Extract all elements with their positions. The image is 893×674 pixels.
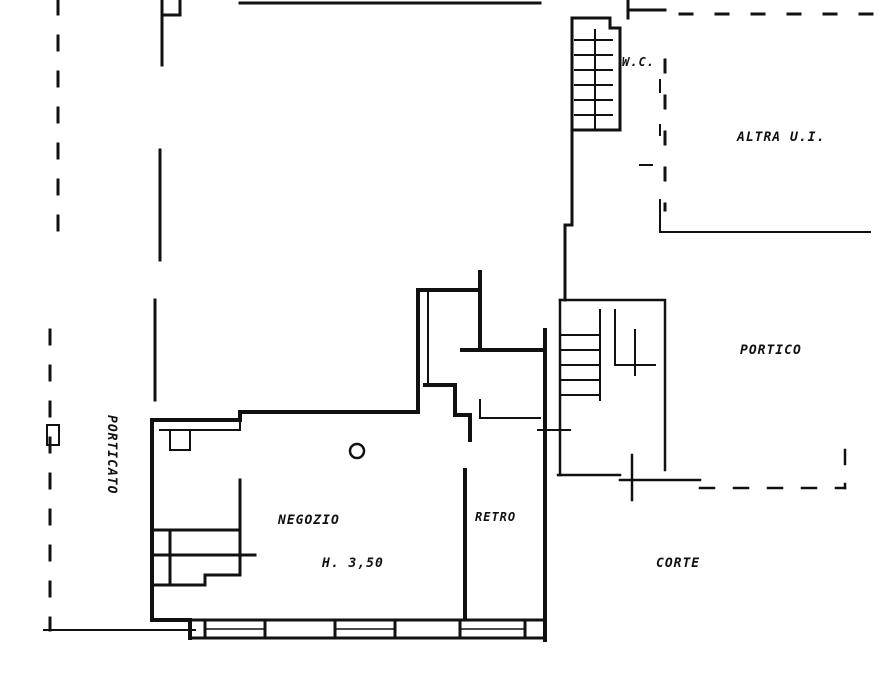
- label-wc: W.C.: [622, 55, 655, 69]
- top-wall: [153, 0, 542, 402]
- stairs-top: [574, 29, 613, 129]
- other-unit-dashed: [663, 12, 893, 212]
- wc-area: [563, 0, 667, 302]
- shop-walls: [150, 270, 547, 642]
- shop-thin-walls: [159, 289, 571, 451]
- other-unit-solid: [659, 199, 871, 233]
- facade: [188, 618, 547, 640]
- column-marker: [348, 442, 366, 460]
- misc-marks: [639, 79, 661, 166]
- portico-dashed: [698, 448, 847, 490]
- stairs-portico: [559, 309, 656, 401]
- small-room: [153, 478, 257, 587]
- boundary-dashed: [48, 0, 60, 632]
- label-retro: RETRO: [475, 510, 517, 524]
- label-porticato: PORTICATO: [104, 415, 119, 495]
- boundary-left-solid: [43, 424, 196, 631]
- label-altra-ui: ALTRA U.I.: [737, 130, 826, 145]
- label-negozio: NEGOZIO: [278, 513, 340, 528]
- label-portico: PORTICO: [740, 343, 802, 358]
- label-corte: CORTE: [656, 556, 701, 571]
- label-height: H. 3,50: [322, 556, 384, 571]
- portico-area: [556, 298, 702, 502]
